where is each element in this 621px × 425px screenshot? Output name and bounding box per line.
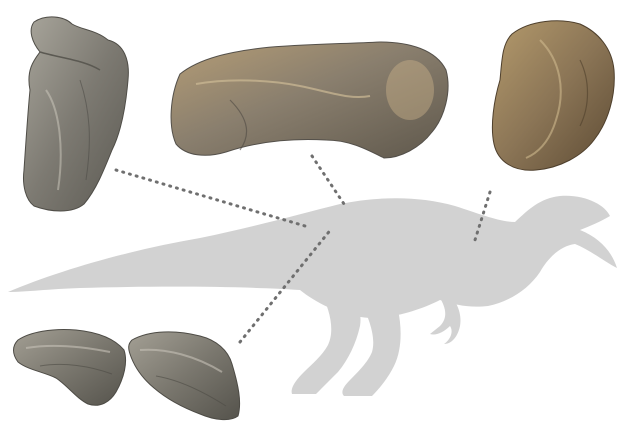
bone-vertebra-fragment-left bbox=[23, 17, 128, 211]
bone-fragment-bottom-left bbox=[14, 329, 126, 405]
connector-line-left-vertebra bbox=[116, 170, 305, 226]
connector-line-top-centrum bbox=[312, 156, 344, 204]
bone-fragment-right bbox=[492, 21, 614, 170]
bone-fragment-bottom-middle bbox=[129, 332, 240, 420]
bone-vertebra-centrum-top bbox=[171, 42, 448, 158]
